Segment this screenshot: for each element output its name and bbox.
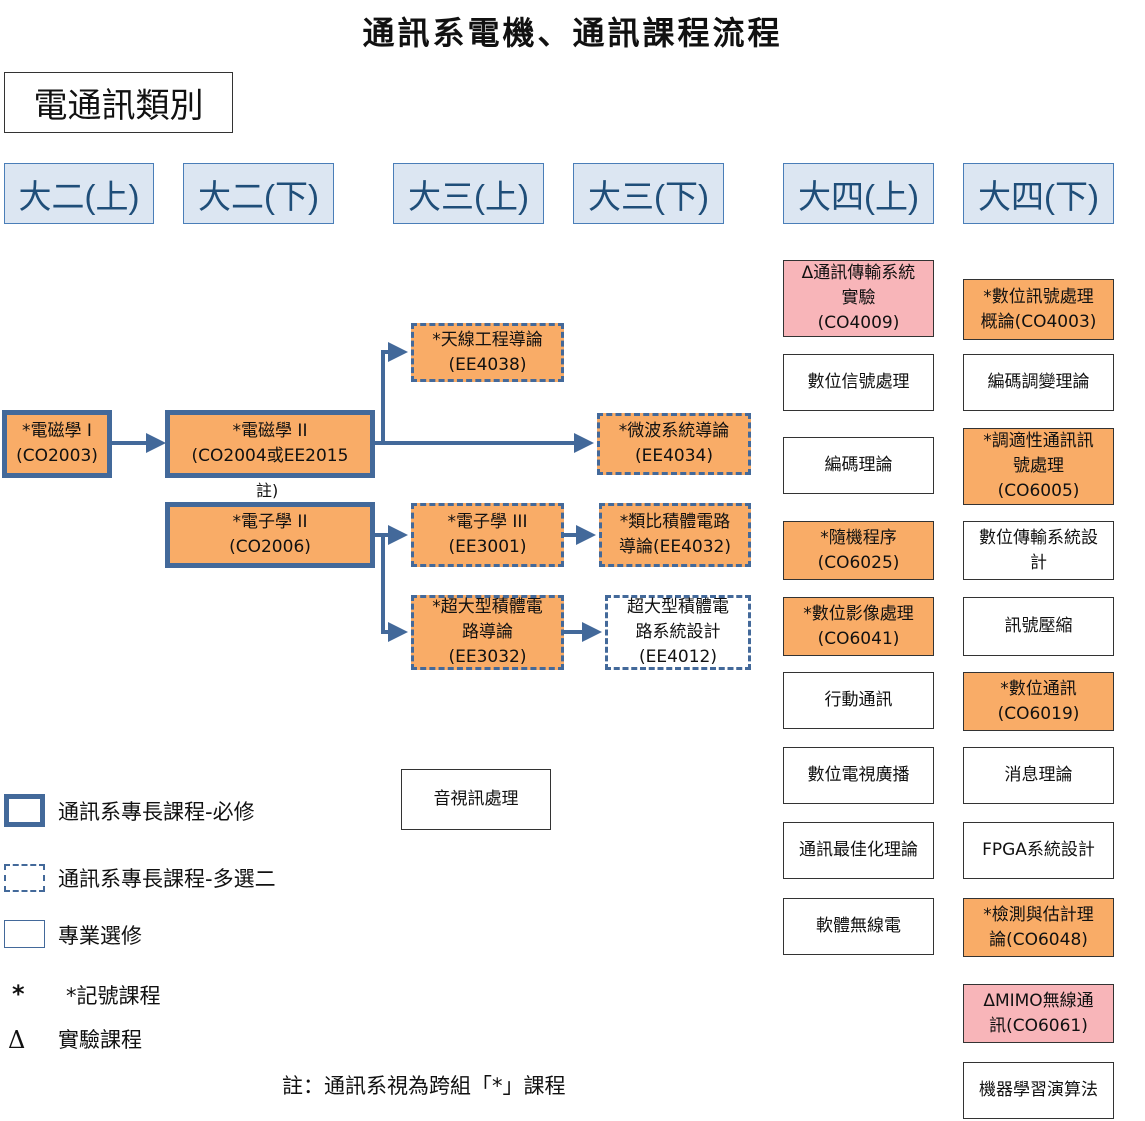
legend-delta-symbol: Δ [8, 1026, 26, 1054]
footnote: 註：通訊系視為跨組「*」課程 [282, 1074, 566, 1098]
legend-required-label: 通訊系專長課程-必修 [58, 800, 255, 824]
course-elec3: *電子學 III (EE3001) [411, 503, 564, 567]
course-senior-spring: 訊號壓縮 [963, 597, 1114, 656]
course-em2: *電磁學 II (CO2004或EE2015 [165, 410, 375, 478]
legend-elective-swatch [4, 920, 45, 948]
course-senior-fall: 軟體無線電 [783, 898, 934, 955]
legend-choose-two-label: 通訊系專長課程-多選二 [58, 867, 276, 891]
course-senior-fall: *隨機程序 (CO6025) [783, 521, 934, 580]
course-senior-spring: ΔMIMO無線通 訊(CO6061) [963, 984, 1114, 1043]
legend-required-swatch [4, 794, 45, 827]
course-antenna: *天線工程導論 (EE4038) [411, 323, 564, 382]
page-title: 通訊系電機、通訊課程流程 [362, 14, 783, 52]
semester-header: 大三(下) [573, 163, 724, 224]
semester-header: 大四(上) [783, 163, 934, 224]
semester-header: 大三(上) [393, 163, 544, 224]
course-senior-spring: 編碼調變理論 [963, 354, 1114, 411]
course-senior-spring: *檢測與估計理 論(CO6048) [963, 898, 1114, 957]
course-microwave: *微波系統導論 (EE4034) [597, 413, 751, 475]
course-senior-spring: *數位訊號處理 概論(CO4003) [963, 279, 1114, 340]
semester-header: 大二(上) [4, 163, 154, 224]
course-senior-fall: 編碼理論 [783, 437, 934, 494]
course-em1: *電磁學 I (CO2003) [2, 410, 112, 478]
course-senior-fall: 通訊最佳化理論 [783, 822, 934, 879]
legend-star-symbol: * [12, 980, 25, 1008]
legend-choose-two-swatch [4, 864, 45, 892]
course-senior-fall: Δ通訊傳輸系統 實驗 (CO4009) [783, 260, 934, 337]
category-label: 電通訊類別 [4, 72, 233, 133]
course-senior-fall: *數位影像處理 (CO6041) [783, 597, 934, 656]
course-elec2: *電子學 II (CO2006) [165, 502, 375, 568]
course-senior-spring: 消息理論 [963, 747, 1114, 804]
course-av: 音視訊處理 [401, 769, 551, 830]
course-senior-spring: *調適性通訊訊 號處理 (CO6005) [963, 428, 1114, 505]
course-analog-ic: *類比積體電路 導論(EE4032) [599, 503, 751, 567]
legend-elective-label: 專業選修 [58, 924, 142, 948]
legend-star-label: *記號課程 [66, 984, 161, 1008]
course-senior-spring: FPGA系統設計 [963, 822, 1114, 879]
course-em2-note: 註) [256, 481, 279, 500]
course-senior-fall: 數位電視廣播 [783, 747, 934, 804]
semester-header: 大二(下) [183, 163, 334, 224]
arrow-em2-antenna [375, 342, 408, 445]
legend-lab-label: 實驗課程 [58, 1028, 142, 1052]
course-senior-spring: 數位傳輸系統設 計 [963, 521, 1114, 580]
semester-header: 大四(下) [963, 163, 1114, 224]
course-vlsi-design: 超大型積體電 路系統設計 (EE4012) [605, 595, 751, 670]
course-senior-spring: *數位通訊 (CO6019) [963, 672, 1114, 731]
course-senior-spring: 機器學習演算法 [963, 1062, 1114, 1119]
course-vlsi-intro: *超大型積體電 路導論 (EE3032) [411, 595, 564, 670]
arrow-elec2-vlsi [375, 533, 408, 642]
course-senior-fall: 行動通訊 [783, 672, 934, 729]
course-senior-fall: 數位信號處理 [783, 354, 934, 411]
